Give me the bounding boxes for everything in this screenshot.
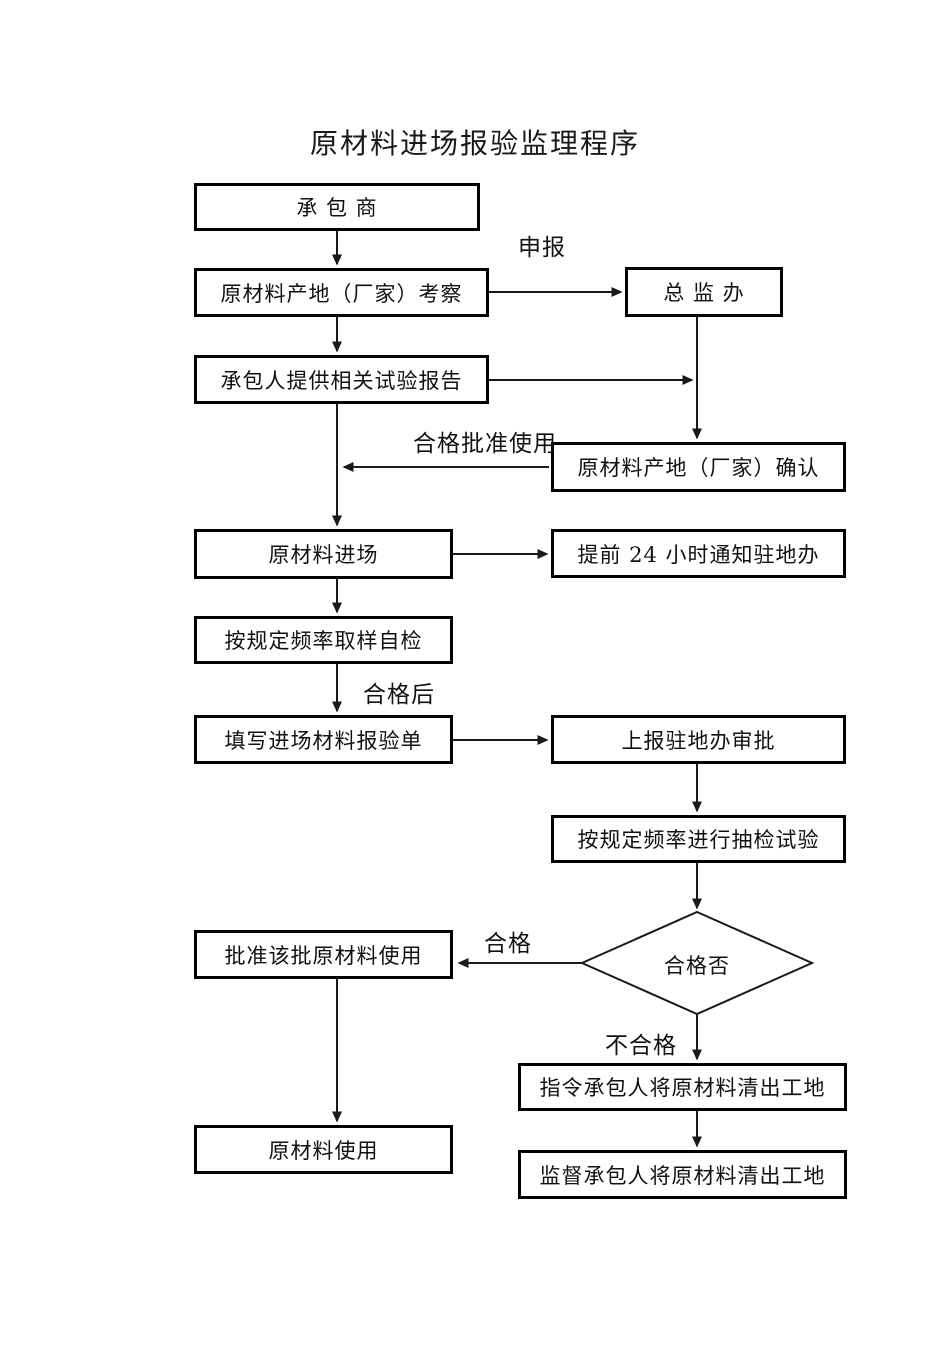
flow-node-fill-form: 填写进场材料报验单 — [194, 715, 453, 764]
edge-label-unqualified: 不合格 — [605, 1033, 677, 1059]
flow-node-site-inspection: 原材料产地（厂家）考察 — [194, 268, 489, 317]
flow-node-approve-use: 批准该批原材料使用 — [194, 930, 453, 979]
flow-node-contractor: 承 包 商 — [194, 183, 480, 231]
edge-label-declare: 申报 — [518, 235, 566, 261]
flow-node-report-approval: 上报驻地办审批 — [551, 715, 846, 764]
flow-node-self-test: 按规定频率取样自检 — [194, 616, 453, 664]
flow-node-notify-office: 提前 24 小时通知驻地办 — [551, 529, 846, 578]
flow-node-sampling-test: 按规定频率进行抽检试验 — [551, 815, 846, 863]
decision-diamond — [579, 910, 815, 1016]
flow-node-site-confirm: 原材料产地（厂家）确认 — [551, 442, 846, 492]
edge-label-after-qualified: 合格后 — [363, 682, 435, 708]
flow-node-material-entry: 原材料进场 — [194, 529, 453, 579]
flow-node-chief-office: 总 监 办 — [625, 267, 783, 317]
flow-node-test-reports: 承包人提供相关试验报告 — [194, 355, 489, 404]
flow-node-material-use: 原材料使用 — [194, 1125, 453, 1174]
flow-node-order-removal: 指令承包人将原材料清出工地 — [518, 1063, 847, 1111]
edge-label-approved-for-use: 合格批准使用 — [413, 431, 557, 457]
decision-label: 合格否 — [664, 954, 730, 978]
edge-label-qualified: 合格 — [484, 931, 532, 957]
page-title: 原材料进场报验监理程序 — [309, 127, 640, 160]
flow-node-supervise-removal: 监督承包人将原材料清出工地 — [518, 1150, 847, 1199]
